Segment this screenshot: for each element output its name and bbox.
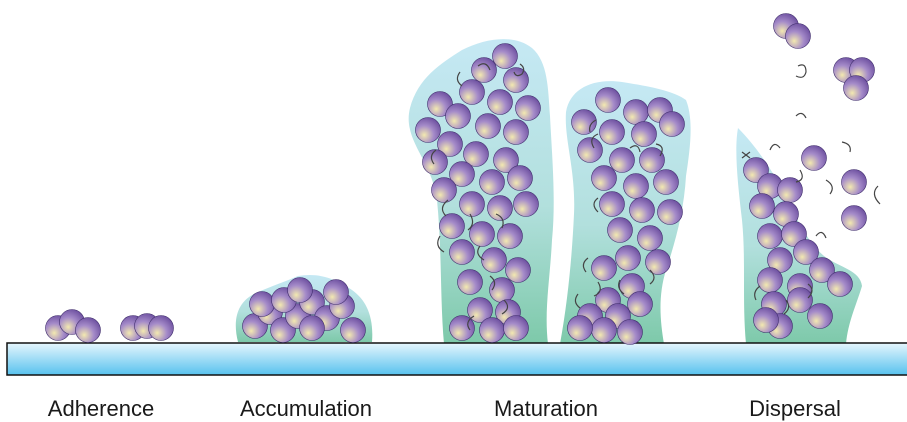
matrix-filament-icon [826,180,832,194]
bacterial-cell-icon [758,224,783,249]
bacterial-cell-icon [632,122,657,147]
bacterial-cell-icon [324,280,349,305]
bacterial-cell-icon [250,292,275,317]
bacterial-cell-icon [802,146,827,171]
bacterial-cell-icon [504,68,529,93]
substrate-surface [7,343,907,375]
bacterial-cell-icon [506,258,531,283]
bacterial-cell-icon [432,178,457,203]
bacterial-cell-icon [514,192,539,217]
bacterial-cell-icon [754,308,779,333]
stage-label-dispersal: Dispersal [749,396,841,422]
bacterial-cell-icon [416,118,441,143]
bacterial-cell-icon [498,224,523,249]
stage-label-accumulation: Accumulation [240,396,372,422]
bacterial-cell-icon [808,304,833,329]
bacterial-cell-icon [842,206,867,231]
bacterial-cell-icon [568,316,593,341]
bacterial-cell-icon [828,272,853,297]
bacterial-cell-icon [460,192,485,217]
bacterial-cell-icon [508,166,533,191]
bacterial-cell-icon [624,100,649,125]
bacterial-cell-icon [600,120,625,145]
bacterial-cell-icon [624,174,649,199]
bacterial-cell-icon [660,112,685,137]
bacterial-cell-icon [646,250,671,275]
bacterial-cell-icon [149,316,174,341]
matrix-filament-icon [816,232,826,238]
bacterial-cell-icon [493,44,518,69]
bacterial-cell-icon [504,316,529,341]
bacterial-cell-icon [460,80,485,105]
bacterial-cell-icon [482,248,507,273]
matrix-filament-icon [770,144,780,150]
bacterial-cell-icon [516,96,541,121]
bacterial-cell-icon [440,214,465,239]
bacterial-cell-icon [600,192,625,217]
bacterial-cell-icon [628,292,653,317]
bacterial-cell-icon [654,170,679,195]
bacterial-cell-icon [592,318,617,343]
bacterial-cell-icon [640,148,665,173]
matrix-filament-icon [874,186,880,204]
bacterial-cell-icon [592,166,617,191]
bacterial-cell-icon [844,76,869,101]
bacterial-cell-icon [592,256,617,281]
matrix-filament-icon [842,142,850,152]
bacterial-cell-icon [596,88,621,113]
bacterial-cell-icon [288,278,313,303]
bacterial-cell-icon [341,318,366,343]
bacterial-cell-icon [423,150,448,175]
bacterial-cell-icon [76,318,101,343]
bacterial-cell-icon [618,320,643,345]
bacterial-cell-icon [610,148,635,173]
matrix-filament-icon [796,113,806,118]
bacterial-cell-icon [786,24,811,49]
bacterial-cell-icon [758,268,783,293]
bacterial-cell-icon [476,114,501,139]
bacterial-cell-icon [300,316,325,341]
bacterial-cell-icon [472,58,497,83]
bacterial-cell-icon [788,288,813,313]
bacterial-cell-icon [450,240,475,265]
bacterial-cell-icon [470,222,495,247]
bacterial-cell-icon [446,104,471,129]
bacterial-cell-icon [450,316,475,341]
bacterial-cell-icon [480,318,505,343]
bacterial-cell-icon [842,170,867,195]
stage-label-maturation: Maturation [494,396,598,422]
bacterial-cell-icon [750,194,775,219]
bacterial-cell-icon [490,278,515,303]
bacterial-cell-icon [608,218,633,243]
bacterial-cell-icon [630,198,655,223]
bacterial-cell-icon [504,120,529,145]
stage-label-adherence: Adherence [48,396,154,422]
matrix-filament-icon [796,65,806,77]
bacterial-cell-icon [616,246,641,271]
bacterial-cell-icon [480,170,505,195]
bacterial-cell-icon [488,90,513,115]
bacterial-cell-icon [658,200,683,225]
bacterial-cell-icon [578,138,603,163]
bacterial-cell-icon [458,270,483,295]
bacterial-cell-icon [638,226,663,251]
